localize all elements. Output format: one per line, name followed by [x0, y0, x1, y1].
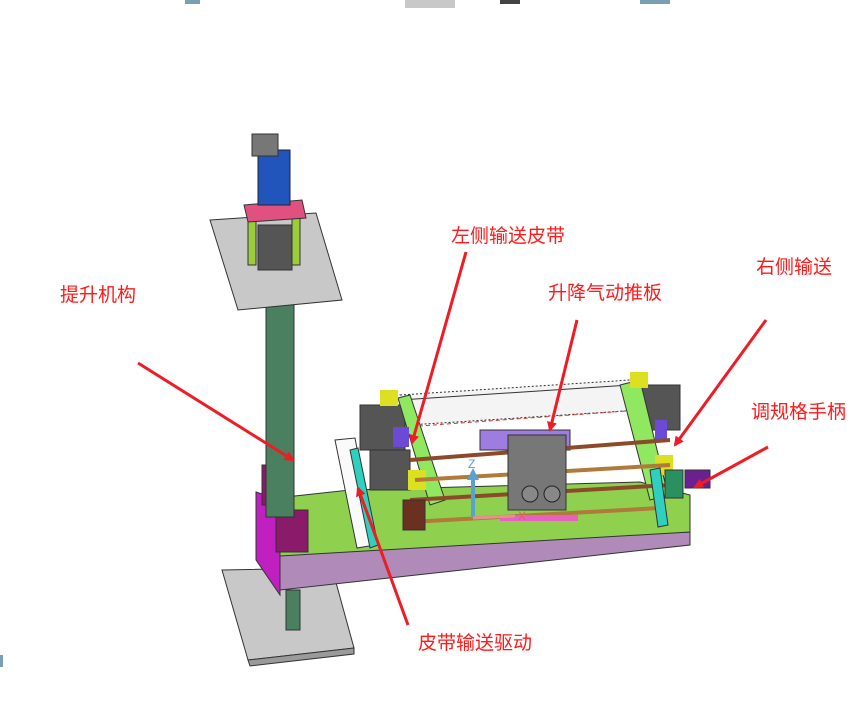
- label-size-adjust-handle: 调规格手柄: [751, 401, 847, 423]
- lift-column: [265, 304, 295, 518]
- toolbar-fragment: [185, 0, 670, 8]
- arrow-lift-mechanism: [137, 361, 295, 462]
- arrow-pusher: [547, 319, 579, 432]
- label-left-conveyor-belt: 左侧输送皮带: [451, 225, 566, 247]
- arrow-right-conveyor: [673, 319, 768, 447]
- label-belt-conveyor-drive: 皮带输送驱动: [418, 632, 533, 654]
- label-right-conveyor: 右侧输送: [756, 256, 833, 278]
- conveyor-frame: [334, 372, 711, 549]
- axis-z-label: Z: [468, 457, 475, 471]
- arrow-belt-drive: [356, 486, 410, 626]
- label-lift-pneumatic-pusher: 升降气动推板: [548, 282, 663, 304]
- axis-triad: Z X: [467, 457, 526, 523]
- label-lift-mechanism: 提升机构: [60, 284, 137, 306]
- arrow-left-belt: [409, 251, 468, 445]
- arrow-adjust-handle: [693, 445, 769, 489]
- motor: [257, 149, 291, 206]
- axis-x-label: X: [518, 509, 526, 523]
